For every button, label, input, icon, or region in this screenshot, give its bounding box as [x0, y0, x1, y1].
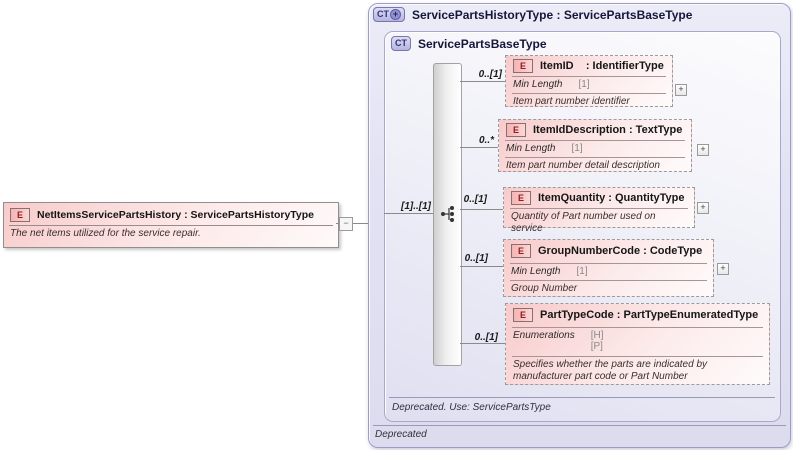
element-title: GroupNumberCode : CodeType [538, 244, 703, 257]
inner-deprecated-note: Deprecated. Use: ServicePartsType [392, 402, 551, 413]
outer-complextype-title: ServicePartsHistoryType : ServicePartsBa… [412, 7, 693, 22]
facet-value: [P] [590, 341, 603, 352]
element-icon: E [511, 191, 531, 205]
divider [9, 225, 333, 226]
divider [512, 93, 666, 94]
facet-row: Min Length [1] [504, 264, 713, 277]
element-header: E ItemID : IdentifierType [506, 56, 672, 73]
expand-button[interactable]: + [717, 263, 729, 275]
divider [512, 327, 763, 328]
facet-value: [1] [576, 266, 588, 277]
expand-button[interactable]: + [697, 202, 709, 214]
cardinality-label: [1]..[1] [401, 201, 431, 212]
element-icon: E [10, 207, 30, 222]
element-icon: E [511, 243, 531, 258]
element-header: E PartTypeCode : PartTypeEnumeratedType [506, 304, 769, 322]
element-annotation: Specifies whether the parts are indicate… [513, 359, 707, 382]
outer-complextype-header: CT+ ServicePartsHistoryType : ServicePar… [373, 7, 692, 22]
sequence-icon [441, 206, 454, 222]
element-header: E ItemIdDescription : TextType [499, 120, 691, 137]
facet-row: Enumerations [H] [P] [506, 328, 769, 352]
facet-values: [H] [P] [591, 330, 604, 352]
connector-line [460, 147, 498, 148]
element-box-groupnumbercode[interactable]: E GroupNumberCode : CodeType Min Length … [503, 239, 714, 297]
facet-row: Min Length [1] [499, 141, 691, 154]
element-box-itemiddescription[interactable]: E ItemIdDescription : TextType Min Lengt… [498, 119, 692, 172]
cardinality-label: 0..[1] [464, 253, 488, 264]
facet-label: Enumerations [513, 330, 575, 341]
cardinality-label: 0..* [478, 135, 494, 146]
plus-badge-icon: + [390, 9, 401, 20]
facet-label: Min Length [513, 79, 563, 90]
divider [505, 140, 685, 141]
element-annotation: Item part number identifier [513, 96, 630, 107]
element-title: ItemQuantity : QuantityType [538, 192, 685, 204]
element-title: ItemID : IdentifierType [540, 60, 664, 72]
complextype-derived-icon: CT+ [373, 7, 405, 22]
root-element-annotation: The net items utilized for the service r… [10, 228, 201, 239]
facet-value: [1] [571, 143, 583, 154]
facet-value: [H] [590, 330, 604, 341]
connector-line [460, 266, 503, 267]
cardinality-label: 0..[1] [463, 194, 487, 205]
cardinality-label: 0..[1] [474, 332, 498, 343]
connector-line [384, 213, 433, 214]
element-icon: E [506, 123, 526, 137]
connector-line [460, 81, 505, 82]
divider [389, 397, 775, 398]
divider [373, 425, 786, 426]
divider [510, 208, 688, 209]
collapse-handle[interactable]: − [339, 217, 353, 231]
element-box-parttypecode[interactable]: E PartTypeCode : PartTypeEnumeratedType … [505, 303, 770, 385]
inner-complextype-header: CT ServicePartsBaseType [391, 36, 547, 51]
complextype-icon: CT [391, 36, 411, 51]
element-annotation: Quantity of Part number used on service [511, 211, 656, 234]
divider [505, 157, 685, 158]
divider [510, 280, 707, 281]
facet-label: Min Length [511, 266, 561, 277]
element-icon: E [513, 307, 533, 322]
root-element-header: E NetItemsServicePartsHistory : ServiceP… [4, 203, 338, 222]
outer-deprecated-note: Deprecated [375, 429, 427, 440]
root-element-box[interactable]: E NetItemsServicePartsHistory : ServiceP… [3, 202, 339, 248]
divider [512, 76, 666, 77]
element-annotation: Item part number detail description [506, 160, 660, 171]
divider [510, 263, 707, 264]
divider [512, 356, 763, 357]
root-element-title: NetItemsServicePartsHistory : ServicePar… [37, 208, 315, 221]
element-header: E GroupNumberCode : CodeType [504, 240, 713, 258]
element-header: E ItemQuantity : QuantityType [504, 188, 694, 205]
connector-line [460, 343, 505, 344]
element-annotation: Group Number [511, 283, 578, 294]
element-icon: E [513, 59, 533, 73]
expand-button[interactable]: + [675, 84, 687, 96]
element-box-itemquantity[interactable]: E ItemQuantity : QuantityType Quantity o… [503, 187, 695, 234]
facet-value: [1] [578, 79, 590, 90]
inner-complextype-title: ServicePartsBaseType [418, 36, 547, 51]
facet-label: Min Length [506, 143, 556, 154]
cardinality-label: 0..[1] [478, 69, 502, 80]
element-title: PartTypeCode : PartTypeEnumeratedType [540, 308, 759, 321]
connector-line [460, 209, 503, 210]
facet-row: Min Length [1] [506, 77, 672, 90]
element-box-itemid[interactable]: E ItemID : IdentifierType Min Length [1]… [505, 55, 673, 107]
expand-button[interactable]: + [697, 144, 709, 156]
element-title: ItemIdDescription : TextType [533, 124, 683, 136]
